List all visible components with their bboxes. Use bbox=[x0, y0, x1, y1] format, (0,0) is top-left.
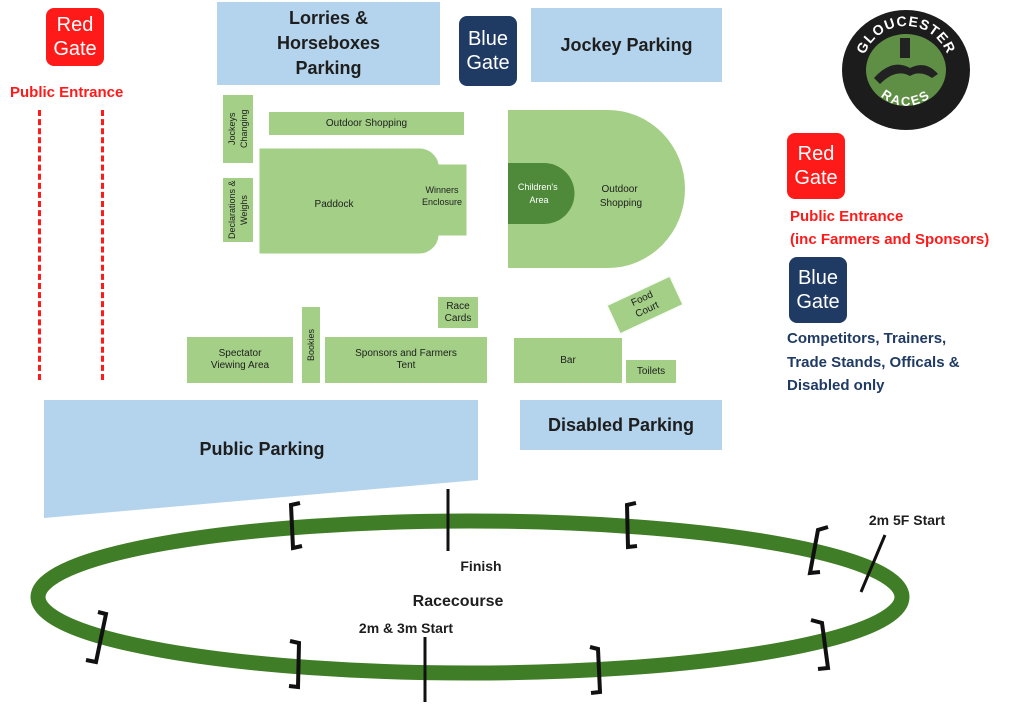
start-2m5f-label: 2m 5F Start bbox=[869, 512, 946, 528]
blue-gate-legend-caption-3: Disabled only bbox=[787, 377, 885, 394]
bookies: Bookies bbox=[301, 306, 321, 384]
bar: Bar bbox=[513, 337, 623, 384]
outdoor-shopping-top: Outdoor Shopping bbox=[268, 111, 465, 136]
race-track bbox=[30, 513, 910, 681]
red-gate-legend-caption-2: (inc Farmers and Sponsors) bbox=[790, 231, 990, 248]
entrance-dashed-line-right bbox=[101, 110, 104, 380]
jockey-parking: Jockey Parking bbox=[531, 8, 722, 82]
public-parking-label: Public Parking bbox=[199, 439, 324, 459]
finish-label: Finish bbox=[460, 558, 501, 574]
fence-3 bbox=[807, 525, 829, 576]
sponsors-farmers-tent: Sponsors and Farmers Tent bbox=[324, 336, 488, 384]
red-gate-legend-caption-1: Public Entrance bbox=[790, 208, 904, 225]
winners-enclosure: Winners Enclosure bbox=[421, 185, 463, 207]
blue-gate-legend-caption-2: Trade Stands, Officals & bbox=[787, 354, 960, 371]
outdoor-shopping-right-label: Outdoor Shopping bbox=[600, 184, 642, 209]
start-line-2m5f bbox=[859, 534, 887, 593]
blue-gate-top: Blue Gate bbox=[459, 16, 517, 86]
outdoor-shopping-right: Outdoor Shopping Children's Area bbox=[508, 110, 685, 268]
fence-5 bbox=[288, 639, 302, 690]
race-cards: Race Cards bbox=[437, 296, 479, 329]
blue-gate-legend-caption-1: Competitors, Trainers, bbox=[787, 330, 947, 347]
red-gate-legend: Red Gate bbox=[787, 133, 845, 199]
fence-6 bbox=[589, 645, 603, 695]
paddock-label: Paddock bbox=[315, 199, 355, 210]
toilets: Toilets bbox=[625, 359, 677, 384]
red-gate-left: Red Gate bbox=[46, 8, 104, 66]
declarations-weighs: Declarations & Weighs bbox=[222, 177, 254, 243]
fence-7 bbox=[810, 618, 831, 671]
childrens-area-label: Children's Area bbox=[518, 182, 560, 205]
lorries-horseboxes-parking: Lorries & Horseboxes Parking bbox=[217, 2, 440, 85]
gloucester-races-logo: GLOUCESTER RACES bbox=[842, 10, 970, 130]
public-entrance-left-label: Public Entrance bbox=[10, 84, 124, 101]
jockeys-changing: Jockeys Changing bbox=[222, 94, 254, 164]
fence-4 bbox=[85, 610, 109, 665]
blue-gate-legend: Blue Gate bbox=[789, 257, 847, 323]
lorries-line-2: Horseboxes bbox=[276, 33, 381, 53]
childrens-area bbox=[508, 163, 575, 224]
lorries-line-3: Parking bbox=[295, 58, 362, 78]
fence-2 bbox=[624, 501, 638, 550]
paddock: Paddock bbox=[259, 148, 468, 254]
logo-bottom-text: RACES bbox=[879, 86, 934, 109]
horse-icon bbox=[874, 64, 938, 84]
start-2m-3m-label: 2m & 3m Start bbox=[359, 620, 453, 636]
fence-1 bbox=[288, 501, 303, 551]
public-parking: Public Parking bbox=[44, 400, 478, 518]
lorries-line-1: Lorries & bbox=[288, 8, 369, 28]
racecourse-label: Racecourse bbox=[413, 593, 504, 610]
disabled-parking: Disabled Parking bbox=[520, 400, 722, 450]
entrance-dashed-line-left bbox=[38, 110, 41, 380]
spectator-viewing-area: Spectator Viewing Area bbox=[186, 336, 294, 384]
